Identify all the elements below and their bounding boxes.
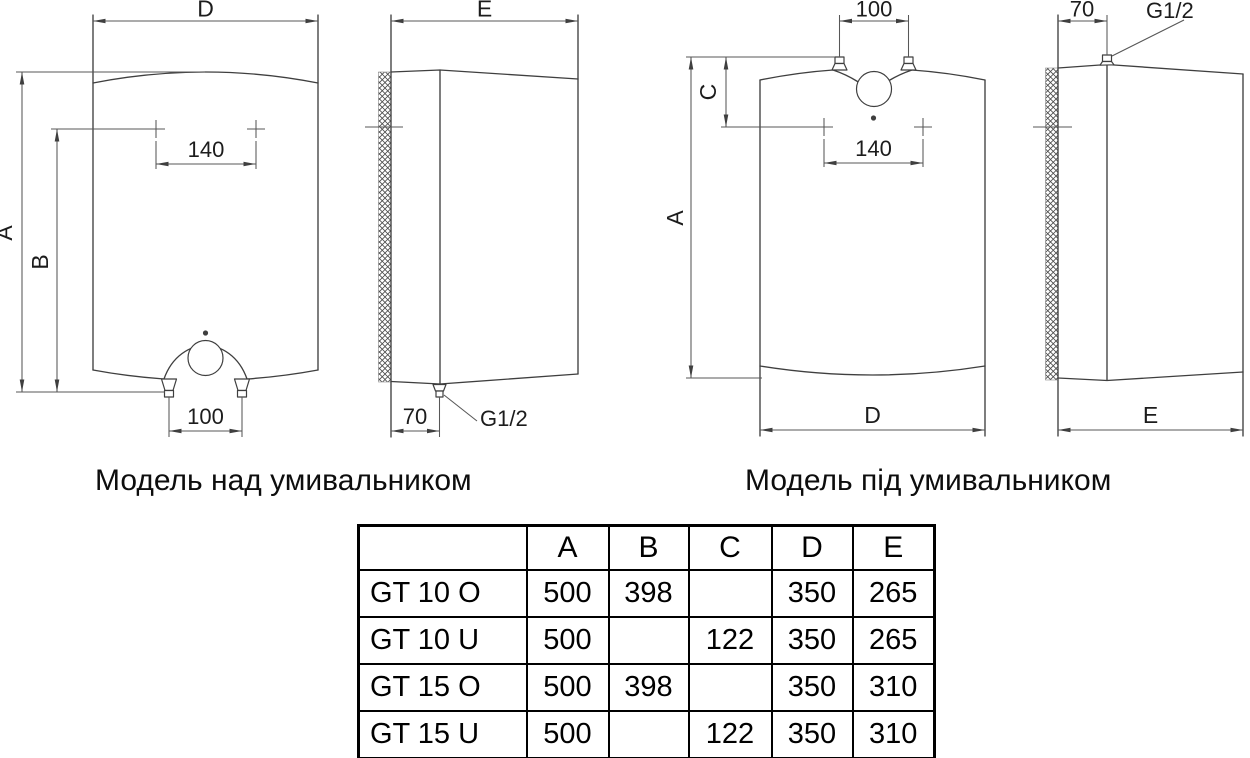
pipe-nipple-right (903, 56, 914, 65)
value-cell: 500 (525, 616, 610, 665)
side-view-over-sink: E 70 G1/2 (365, 0, 579, 438)
value-cell: 265 (851, 616, 936, 665)
header-cell-D: D (770, 524, 854, 571)
front-view-over-sink: D A B 140 100 (0, 0, 319, 437)
value-cell: 122 (687, 616, 773, 665)
wall-hatch (1045, 67, 1059, 381)
caption-under-sink-model: Модель під умивальником (745, 464, 1112, 497)
pipe-fitting-right (900, 62, 917, 71)
value-cell: 310 (851, 663, 936, 712)
knob-circle (855, 70, 893, 108)
model-cell: GT 15 O (357, 663, 528, 712)
value-cell: 350 (770, 663, 854, 712)
dim-label-E: E (1143, 402, 1158, 428)
pipe-fitting (1099, 60, 1115, 66)
knob-circle (187, 339, 224, 377)
header-cell-model (357, 524, 528, 571)
header-cell-E: E (851, 524, 936, 571)
front-view-under-sink: 100 A C 140 D (662, 0, 986, 437)
dim-label-B: B (27, 254, 53, 269)
value-cell: 310 (851, 710, 936, 758)
pipe-nipple-left (163, 389, 175, 398)
value-cell: 350 (770, 710, 854, 758)
mounting-cross-left (815, 118, 833, 136)
dim-label-D: D (197, 0, 214, 22)
tank-top-edge-left (759, 69, 834, 81)
mounting-cross-left (147, 120, 165, 138)
mounting-cross-right (914, 118, 932, 136)
indicator-dot (202, 330, 209, 336)
dim-label-140: 140 (855, 136, 892, 161)
dim-label-E: E (477, 0, 492, 22)
value-cell: 398 (607, 569, 690, 618)
table-row: GT 15 O 500 398 350 310 (357, 663, 936, 712)
dim-label-D: D (864, 402, 881, 428)
value-cell: 350 (770, 569, 854, 618)
tank-bottom-edge (390, 373, 579, 385)
dimension-table: A B C D E GT 10 O 500 398 350 265 GT 10 … (357, 524, 936, 758)
thread-leader-line (1111, 19, 1185, 57)
value-cell (687, 663, 773, 712)
tank-top-edge (1057, 63, 1244, 75)
tank-bottom-edge-left (92, 369, 165, 380)
thread-label: G1/2 (480, 406, 528, 431)
model-cell: GT 15 U (357, 710, 528, 758)
table-header-row: A B C D E (357, 524, 936, 571)
table-row: GT 15 U 500 122 350 310 (357, 710, 936, 758)
dim-label-140: 140 (188, 137, 225, 162)
pipe-nipple-left (834, 56, 845, 65)
pipe-fitting-left (160, 378, 178, 392)
tank-bottom-edge-right (246, 369, 319, 380)
wall-hatch (378, 71, 392, 383)
pipe-nipple (435, 390, 444, 398)
value-cell (607, 616, 690, 665)
tank-bottom-edge (1057, 371, 1244, 382)
mounting-cross-right (247, 120, 265, 138)
pipe-fitting-right (233, 378, 251, 392)
value-cell (687, 569, 773, 618)
table-row: GT 10 O 500 398 350 265 (357, 569, 936, 618)
value-cell: 500 (525, 569, 610, 618)
pipe-fitting (432, 383, 447, 392)
value-cell: 500 (525, 710, 610, 758)
thread-label: G1/2 (1146, 0, 1194, 23)
tank-top-edge (92, 71, 319, 84)
dim-label-100: 100 (856, 0, 893, 22)
value-cell: 350 (770, 616, 854, 665)
caption-over-sink-model: Модель над умивальником (95, 464, 472, 497)
tank-top-edge (390, 69, 579, 80)
header-cell-A: A (525, 524, 610, 571)
table-row: GT 10 U 500 122 350 265 (357, 616, 936, 665)
dim-label-70: 70 (1070, 0, 1094, 22)
pipe-nipple-right (236, 389, 248, 398)
pipe-nipple (1101, 54, 1113, 63)
tank-bottom-edge (759, 365, 986, 376)
dim-label-C: C (695, 84, 721, 101)
tank-top-edge-right (911, 69, 986, 81)
model-cell: GT 10 O (357, 569, 528, 618)
model-cell: GT 10 U (357, 616, 528, 665)
indicator-dot (870, 115, 877, 121)
side-view-under-sink: 70 G1/2 E (1033, 0, 1244, 437)
drawing-canvas: D A B 140 100 E (0, 0, 1244, 438)
thread-leader-line (443, 394, 478, 422)
value-cell: 398 (607, 663, 690, 712)
value-cell (607, 710, 690, 758)
value-cell: 122 (687, 710, 773, 758)
value-cell: 265 (851, 569, 936, 618)
header-cell-B: B (607, 524, 690, 571)
dim-label-70: 70 (403, 404, 427, 429)
dim-label-100: 100 (187, 404, 224, 429)
value-cell: 500 (525, 663, 610, 712)
dim-label-A: A (662, 210, 688, 226)
dim-label-A: A (0, 225, 17, 241)
pipe-fitting-left (831, 62, 848, 71)
header-cell-C: C (687, 524, 773, 571)
